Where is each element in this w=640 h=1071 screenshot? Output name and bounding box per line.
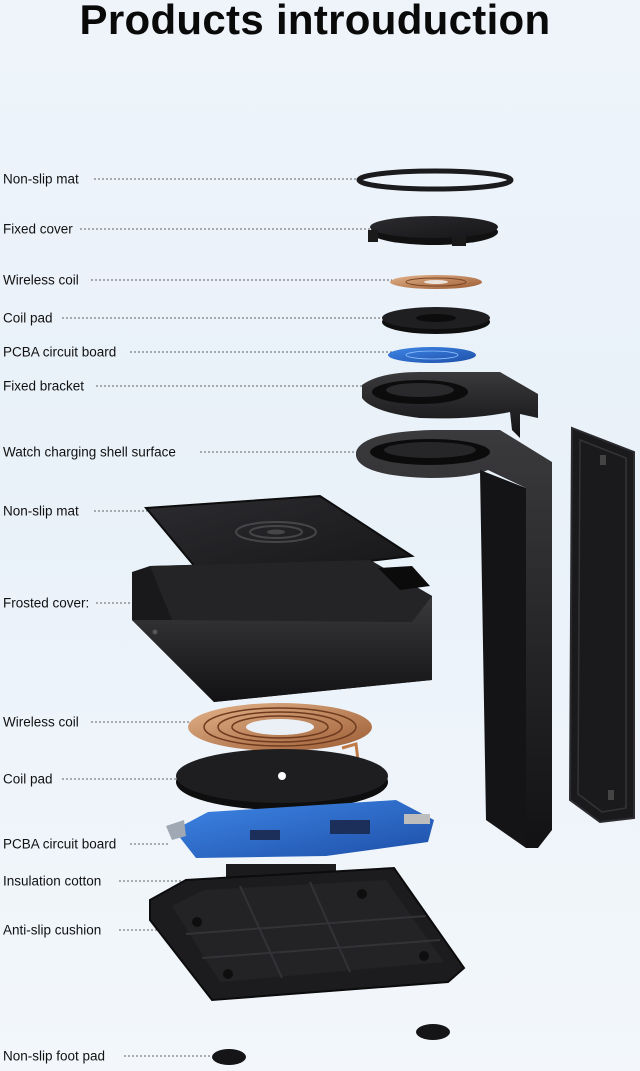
label-non-slip-mat-square: Non-slip mat: [3, 503, 79, 519]
wireless-coil-small: [390, 275, 482, 289]
non-slip-foot-pad-left: [212, 1049, 246, 1065]
page-title: Products introuduction: [79, 0, 551, 43]
back-panel: [568, 426, 635, 824]
watch-charging-shell: [356, 430, 552, 848]
label-watch-charging-shell: Watch charging shell surface: [3, 444, 176, 460]
pcba-large: [166, 800, 434, 858]
label-non-slip-mat-top: Non-slip mat: [3, 171, 79, 187]
non-slip-mat-square: [143, 494, 415, 582]
label-pcba-bottom: PCBA circuit board: [3, 836, 117, 852]
label-insulation-cotton: Insulation cotton: [3, 873, 102, 889]
leader-lines: [62, 178, 392, 1057]
label-frosted-cover: Frosted cover:: [3, 595, 90, 611]
label-wireless-coil-bottom: Wireless coil: [3, 714, 79, 730]
label-fixed-bracket: Fixed bracket: [3, 378, 85, 394]
label-fixed-cover: Fixed cover: [3, 221, 73, 237]
label-anti-slip-cushion: Anti-slip cushion: [3, 922, 102, 938]
non-slip-mat-ring: [356, 168, 514, 192]
wireless-coil-large: [188, 703, 372, 761]
coil-pad-large: [176, 749, 388, 810]
coil-pad-small: [382, 307, 490, 334]
pcba-small: [388, 347, 476, 363]
frosted-cover-box: [132, 560, 432, 702]
label-non-slip-foot-pad: Non-slip foot pad: [3, 1048, 106, 1064]
label-coil-pad-bottom: Coil pad: [3, 771, 53, 787]
label-pcba-top: PCBA circuit board: [3, 344, 117, 360]
fixed-bracket: [362, 372, 538, 438]
fixed-cover: [368, 216, 498, 246]
label-coil-pad-top: Coil pad: [3, 310, 53, 326]
label-wireless-coil-top: Wireless coil: [3, 272, 79, 288]
non-slip-foot-pad-right: [416, 1024, 450, 1040]
anti-slip-cushion: [149, 866, 466, 1002]
